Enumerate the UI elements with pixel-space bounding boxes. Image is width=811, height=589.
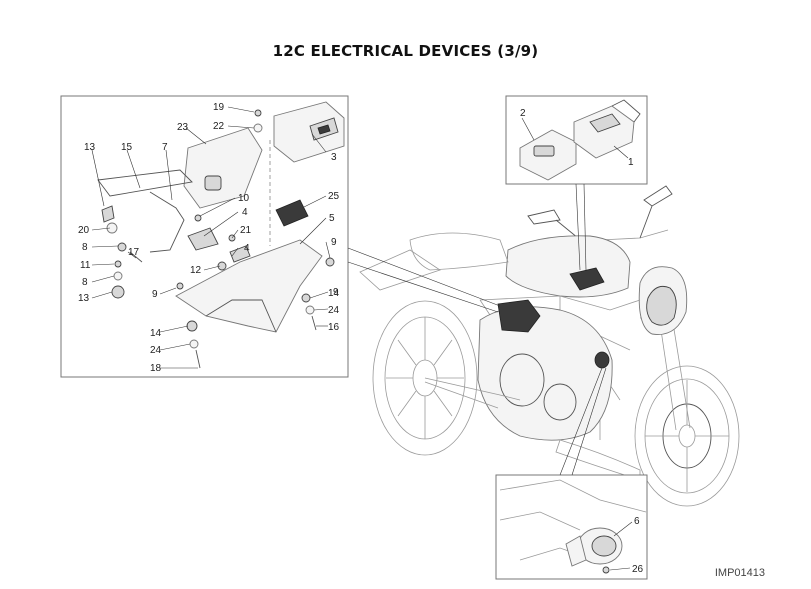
callout-20: 20 (78, 225, 90, 236)
callout-4: 4 (244, 243, 250, 254)
horn-drawing: 6 26 (499, 479, 647, 575)
callout-8: 8 (82, 277, 88, 288)
callout-24: 24 (150, 345, 162, 356)
callout-4: 4 (242, 207, 248, 218)
callout-5: 5 (329, 213, 335, 224)
callout-9: 9 (331, 237, 337, 248)
callout-22: 22 (213, 121, 225, 132)
callout-9: 9 (152, 289, 158, 300)
callout-24: 24 (328, 305, 340, 316)
callout-15: 15 (121, 142, 133, 153)
callout-16: 16 (328, 322, 340, 333)
callout-23: 23 (177, 122, 189, 133)
callout-7: 7 (162, 142, 168, 153)
callout-1: 1 (628, 157, 634, 168)
callout-13: 13 (78, 293, 90, 304)
callout-11: 11 (80, 260, 91, 271)
callout-12: 12 (190, 265, 202, 276)
callout-14: 14 (150, 328, 162, 339)
callout-25: 25 (328, 191, 340, 202)
drawing-code: IMP01413 (714, 567, 765, 579)
callout-6: 6 (634, 516, 640, 527)
callout-13: 13 (84, 142, 96, 153)
callout-18: 18 (150, 363, 162, 374)
callout-8: 8 (82, 242, 88, 253)
callout-21: 21 (240, 225, 252, 236)
callout-17: 17 (128, 247, 140, 258)
callout-14: 14 (328, 288, 340, 299)
callout-3: 3 (331, 152, 337, 163)
motorcycle-illustration (359, 185, 740, 507)
callout-10: 10 (238, 193, 250, 204)
ecu-drawing: 2 1 (519, 99, 641, 181)
callout-9: 9 (333, 287, 339, 298)
main-callouts: 19 22 23 3 13 15 7 10 25 4 5 20 21 8 17 … (78, 102, 340, 374)
page-title: 12C ELECTRICAL DEVICES (3/9) (272, 42, 539, 60)
callout-26: 26 (632, 564, 644, 575)
main-parts-drawing (97, 101, 345, 369)
callout-2: 2 (520, 108, 526, 119)
callout-19: 19 (213, 102, 225, 113)
